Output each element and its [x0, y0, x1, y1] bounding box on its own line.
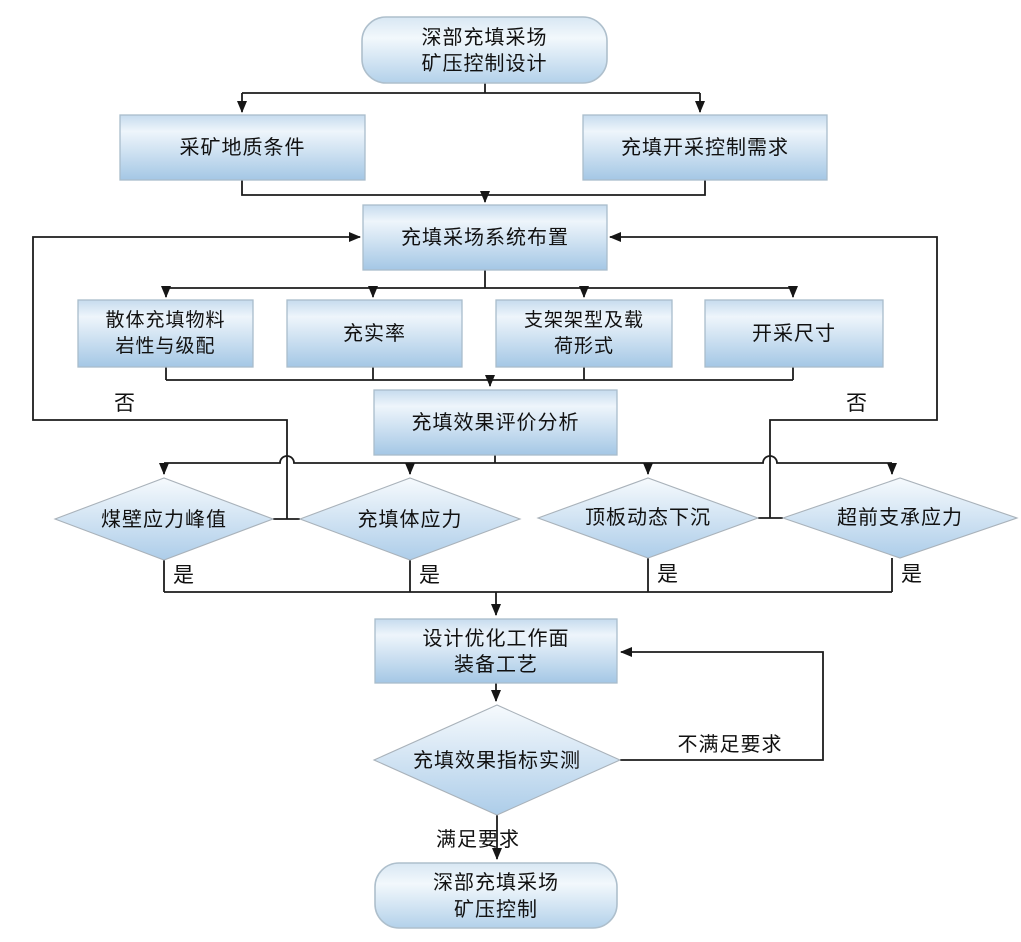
node-material-box — [77, 299, 254, 368]
node-geology-box — [119, 114, 366, 181]
nodes-group — [53, 16, 1019, 929]
edge-distributor-2 — [164, 455, 892, 464]
node-demand-box — [582, 114, 828, 181]
edge-no-feedback-left — [32, 232, 361, 519]
node-abutment-stress-diamond — [781, 477, 1019, 559]
edge-no-feedback-right — [609, 232, 938, 518]
node-end-terminator — [374, 862, 618, 929]
node-backfill-stress-diamond — [298, 477, 522, 561]
edge-merge-row2 — [241, 180, 706, 196]
node-fill-rate-box — [286, 299, 463, 368]
node-roof-subsidence-diamond — [536, 477, 760, 559]
node-start-terminator — [361, 16, 608, 84]
node-system-layout-box — [362, 204, 608, 271]
node-support-box — [495, 299, 673, 368]
edge-not-satisfied-feedback — [620, 647, 824, 761]
node-measurement-diamond — [372, 704, 622, 816]
edges-group — [32, 83, 938, 860]
node-mining-size-box — [704, 299, 884, 368]
node-coal-wall-stress-diamond — [53, 477, 275, 561]
node-optimize-box — [374, 618, 618, 684]
node-evaluation-box — [373, 389, 618, 456]
